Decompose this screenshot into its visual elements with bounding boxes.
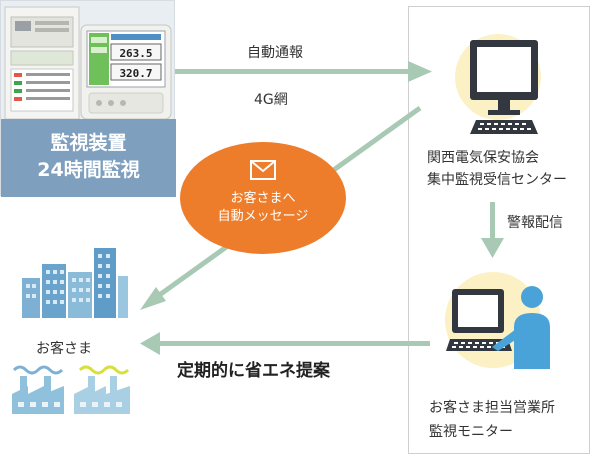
device-label-line2: 24時間監視 — [37, 159, 140, 181]
top-arrow-label-top: 自動通報 — [247, 45, 303, 61]
proposal-label: 定期的に省エネ提案 — [177, 361, 330, 381]
center-label-line1: 関西電気保安協会 — [427, 150, 539, 166]
center-label: 関西電気保安協会 集中監視受信センター — [427, 147, 567, 191]
sales-office-line1: お客さま担当営業所 — [429, 400, 555, 416]
top-arrow — [170, 61, 432, 82]
device-illustration: 263.5 320.7 — [4, 6, 172, 119]
message-line2: 自動メッセージ — [217, 209, 309, 224]
customer-label: お客さま — [36, 341, 92, 357]
center-label-line2: 集中監視受信センター — [427, 172, 567, 188]
office-buildings-icon — [22, 248, 128, 318]
message-bubble-text: お客さまへ 自動メッセージ — [180, 190, 346, 226]
operator-icon — [446, 286, 550, 369]
sales-office-line2: 監視モニター — [429, 424, 513, 440]
down-arrow-label: 警報配信 — [507, 215, 563, 231]
message-line1: お客さまへ — [230, 191, 296, 206]
device-label-line1: 監視装置 — [50, 132, 127, 154]
top-arrow-label-bottom: 4G網 — [254, 92, 288, 108]
monitoring-device: 263.5 320.7 監視装置 24時間監視 — [0, 0, 176, 197]
device-label: 監視装置 24時間監視 — [1, 119, 176, 197]
mail-icon — [250, 160, 276, 180]
computer-icon — [470, 40, 538, 134]
sales-office-label: お客さま担当営業所 監視モニター — [429, 396, 555, 444]
screen-value-1: 263.5 — [119, 47, 152, 60]
down-arrow — [481, 202, 504, 258]
bottom-arrow — [140, 332, 430, 355]
factory-icon — [12, 365, 130, 414]
screen-value-2: 320.7 — [119, 67, 152, 80]
